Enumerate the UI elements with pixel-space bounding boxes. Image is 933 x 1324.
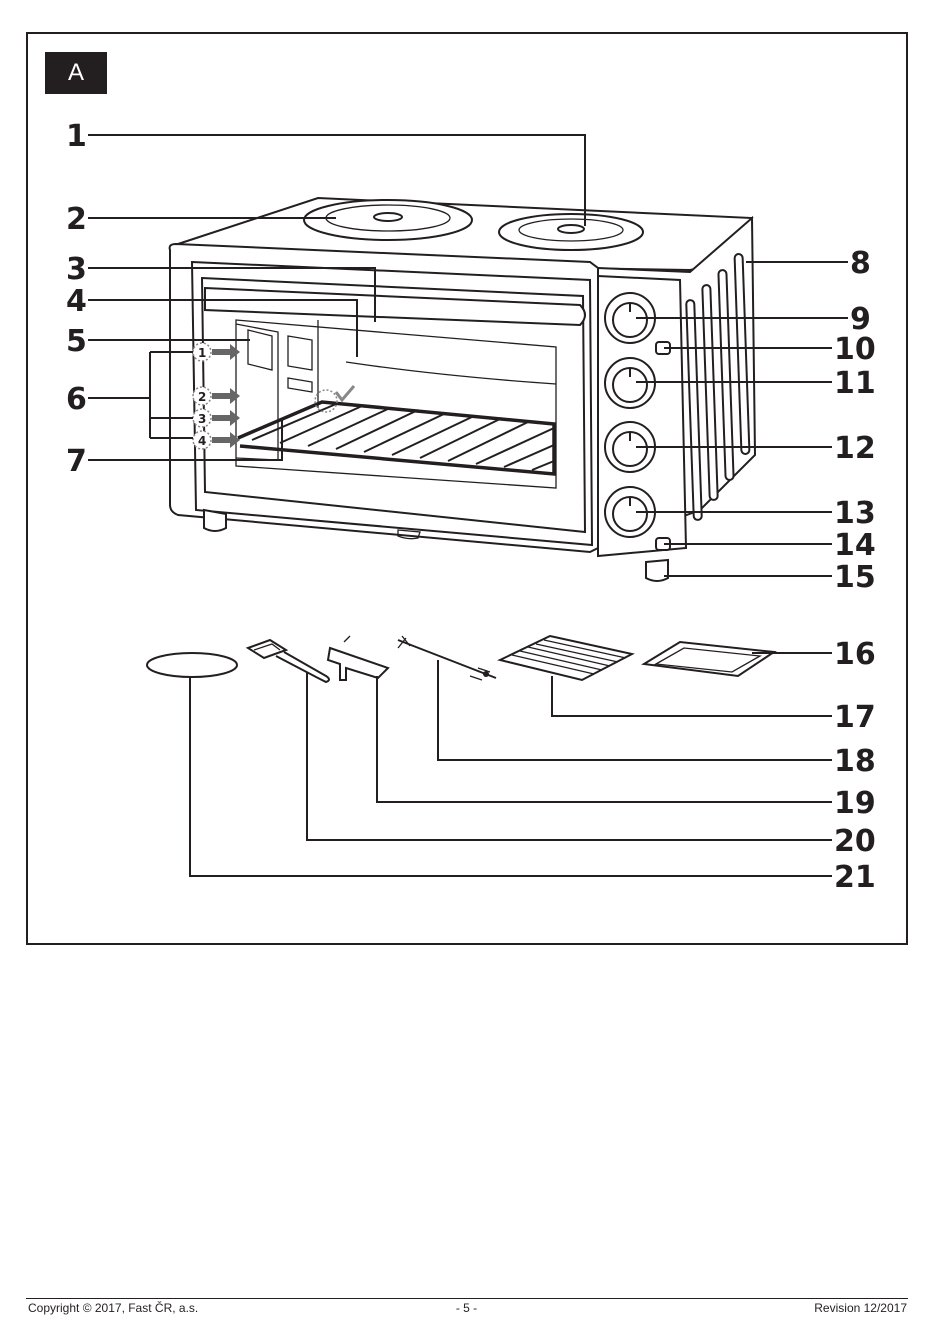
callout-15: 15 <box>834 560 876 595</box>
callout-21: 21 <box>834 860 876 895</box>
rotisserie-spit <box>398 636 496 680</box>
oven-illustration: 1 2 3 4 <box>170 198 755 581</box>
callout-7: 7 <box>66 444 87 479</box>
pizza-stone <box>147 653 237 677</box>
callout-5: 5 <box>66 324 87 359</box>
callout-20: 20 <box>834 824 876 859</box>
baking-tray <box>644 642 774 676</box>
callout-4: 4 <box>66 284 87 319</box>
wire-grill-rack <box>500 636 632 680</box>
footer-page-number: - 5 - <box>0 1301 933 1315</box>
callout-11: 11 <box>834 366 876 401</box>
callout-17: 17 <box>834 700 876 735</box>
callout-19: 19 <box>834 786 876 821</box>
foot-left <box>204 510 226 531</box>
callout-13: 13 <box>834 496 876 531</box>
footer-rule <box>26 1298 908 1299</box>
callout-1: 1 <box>66 119 87 154</box>
callout-12: 12 <box>834 431 876 466</box>
rack-level-4: 4 <box>198 434 206 448</box>
callout-18: 18 <box>834 744 876 779</box>
rotisserie-fork-tool <box>328 636 388 680</box>
callout-3: 3 <box>66 252 87 287</box>
oven-parts-diagram: 1 2 3 4 <box>0 0 933 1000</box>
foot-right <box>646 560 668 581</box>
callout-16: 16 <box>834 637 876 672</box>
callout-14: 14 <box>834 528 876 563</box>
rotisserie-handle <box>248 640 329 682</box>
footer-revision: Revision 12/2017 <box>814 1301 907 1315</box>
rack-level-2: 2 <box>198 390 206 404</box>
rack-level-3: 3 <box>198 412 206 426</box>
callout-10: 10 <box>834 332 876 367</box>
rack-level-1: 1 <box>198 346 206 360</box>
accessories-illustration <box>147 636 774 682</box>
callout-8: 8 <box>850 246 871 281</box>
callout-6: 6 <box>66 382 87 417</box>
callout-2: 2 <box>66 202 87 237</box>
